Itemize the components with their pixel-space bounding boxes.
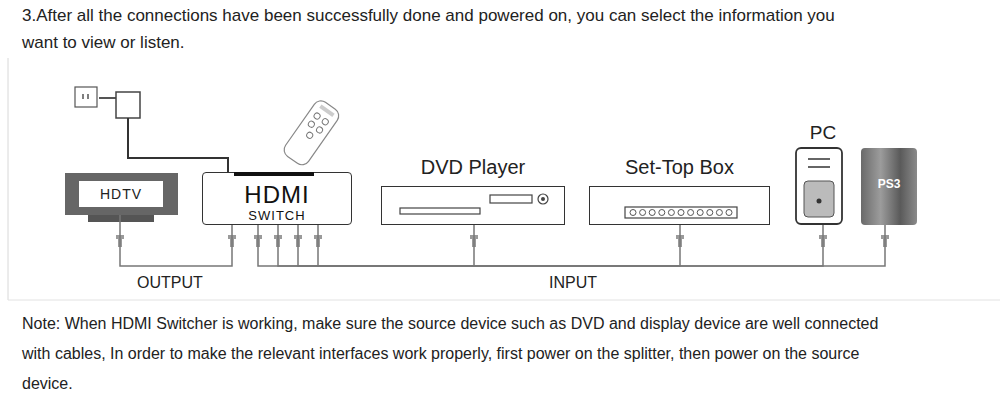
disc-slot: [400, 208, 480, 214]
display-window: [490, 195, 532, 203]
heading: 3.After all the connections have been su…: [22, 2, 852, 56]
tv-stand: [88, 215, 154, 222]
game-console: PS3: [861, 148, 917, 225]
wall-outlet: [75, 87, 97, 107]
buttons: [630, 210, 732, 216]
device-type: SWITCH: [203, 208, 351, 223]
cable: [298, 225, 823, 266]
button-row: [625, 207, 737, 218]
power-button: [538, 194, 548, 204]
device-case: [589, 186, 770, 225]
section-label: INPUT: [547, 273, 599, 293]
plug-prong: [99, 97, 116, 99]
remote-control: [281, 98, 342, 168]
device-label: DVD Player: [381, 155, 565, 179]
tv-box: HDTV: [65, 173, 178, 215]
device-box: DVD Player: [381, 155, 565, 225]
frame-line: [8, 58, 9, 300]
device-label: PS3: [861, 177, 917, 191]
top-bar: [234, 172, 314, 176]
switch-box: HDMISWITCH: [202, 172, 352, 225]
tv-screen: HDTV: [79, 181, 163, 207]
section-label: OUTPUT: [135, 273, 205, 293]
device-label: PC: [792, 122, 854, 144]
power-adapter: [116, 92, 140, 118]
power-cable: [128, 118, 228, 172]
note: Note: When HDMI Switcher is working, mak…: [22, 309, 902, 399]
pc-tower: PC: [792, 122, 854, 225]
cable: [318, 225, 885, 266]
pc-case: [792, 147, 846, 225]
device-label: HDTV: [100, 186, 142, 202]
device-box: Set-Top Box: [589, 155, 770, 225]
cable: [278, 225, 680, 266]
device-case: [381, 186, 565, 225]
cable: [258, 225, 474, 266]
frame-line: [8, 300, 1000, 301]
device-name: HDMI: [203, 182, 351, 208]
device-label: Set-Top Box: [589, 155, 770, 179]
